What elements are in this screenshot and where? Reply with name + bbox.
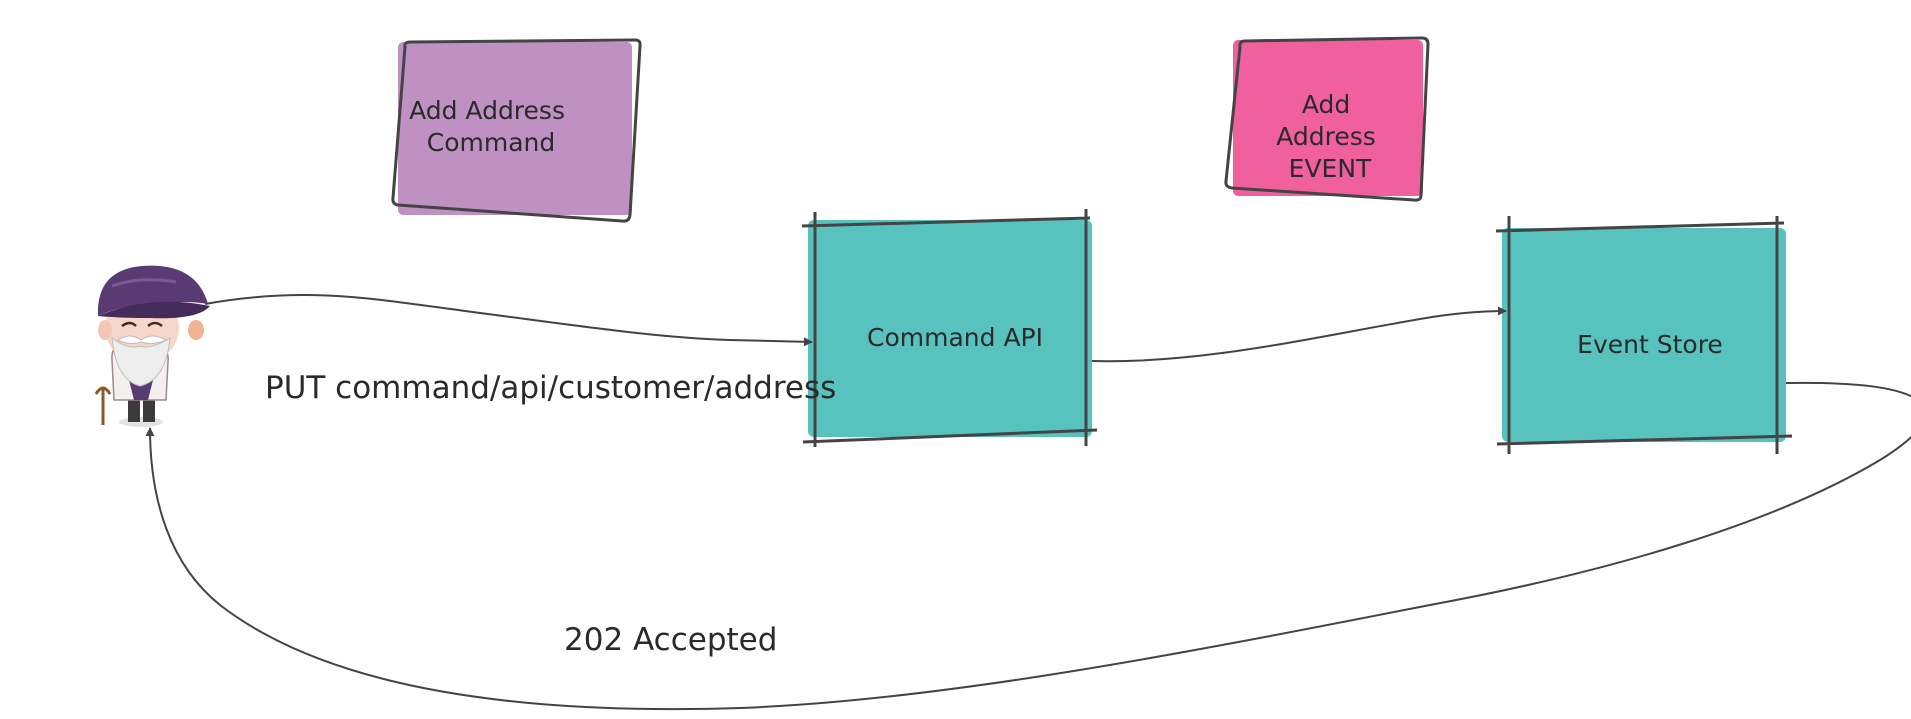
command-api-box-fill (808, 220, 1092, 437)
add-address-event-note-fill (1233, 40, 1423, 196)
put-request-arrow (204, 294, 813, 347)
command-api-box-outline (801, 209, 1098, 447)
put-request-edge[interactable]: PUT command/api/customer/address (204, 294, 836, 406)
event-store-box-label: Event Store (1577, 330, 1723, 359)
add-address-command-note[interactable]: Add Address Command (391, 38, 642, 223)
event-store-box-outline (1495, 216, 1793, 454)
add-address-event-note-label: Add Address EVENT (1276, 90, 1384, 183)
add-address-command-note-outline (391, 38, 642, 223)
add-address-command-note-fill (398, 42, 632, 215)
response-label: 202 Accepted (564, 622, 777, 658)
add-address-command-note-label: Add Address Command (409, 96, 573, 157)
add-address-event-note[interactable]: Add Address EVENT (1224, 36, 1430, 202)
event-store-box[interactable]: Event Store (1495, 216, 1793, 454)
response-arrow (145, 381, 1911, 711)
response-edge[interactable]: 202 Accepted (145, 381, 1911, 711)
put-request-label: PUT command/api/customer/address (265, 370, 836, 406)
api-to-store-arrow (1091, 306, 1507, 363)
old-man-avatar-icon[interactable] (94, 265, 210, 427)
command-api-box[interactable]: Command API (801, 209, 1098, 447)
command-api-box-label: Command API (867, 323, 1043, 352)
event-store-box-fill (1502, 228, 1786, 442)
add-address-event-note-outline (1224, 36, 1430, 202)
api-to-store-edge[interactable] (1091, 306, 1507, 363)
